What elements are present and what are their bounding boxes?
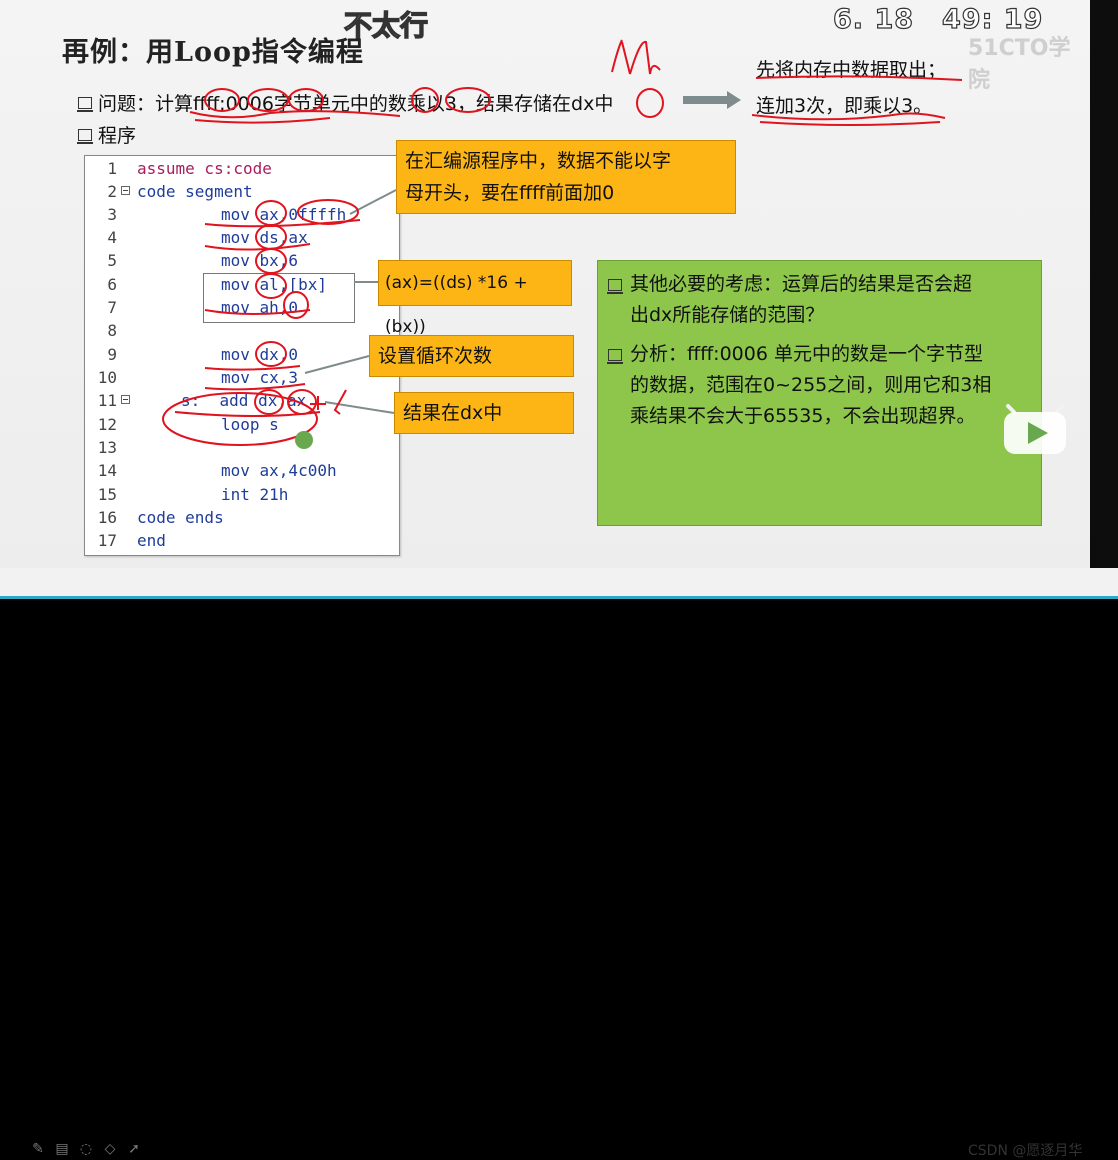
callout-loop-count: 设置循环次数 [369, 335, 574, 377]
monitor-bullet-icon [607, 349, 623, 364]
highlight-frame [203, 273, 355, 323]
program-line: 程序 [77, 121, 137, 148]
note-fetch-data: 先将内存中数据取出； [756, 59, 947, 81]
note-add-three-times: 连加3次，即乘以3。 [756, 95, 933, 117]
pointer-icon[interactable]: ➚ [128, 1141, 140, 1157]
monitor-bullet-icon [607, 279, 623, 294]
lecture-slide: 再例：用Loop指令编程 不太行 6. 18 49: 19 51CTO学院 问题… [0, 0, 1090, 568]
question-line: 问题：计算ffff:0006字节单元中的数乘以3，结果存储在dx中 [77, 89, 614, 116]
fold-toggle-icon[interactable] [121, 186, 130, 195]
program-label: 程序 [98, 125, 137, 147]
progress-line [0, 596, 1118, 599]
highlighter-icon[interactable]: ▤ [55, 1141, 69, 1157]
watermark-logo: 51CTO学院 [968, 36, 1071, 93]
video-title: 不太行 [343, 8, 429, 42]
slide-title: 再例：用Loop指令编程 [62, 37, 364, 68]
right-arrow-icon [683, 91, 741, 109]
video-date: 6. 18 [832, 3, 915, 35]
eraser-icon[interactable]: ◇ [104, 1141, 116, 1157]
video-frame-edge [1090, 0, 1118, 568]
csdn-credit: CSDN @愿逐月华 [968, 1143, 1083, 1159]
pen-icon[interactable]: ✎ [32, 1141, 44, 1157]
question-text: 问题：计算ffff:0006字节单元中的数乘以3，结果存储在dx中 [98, 93, 614, 115]
callout-result: 结果在dx中 [394, 392, 574, 434]
callout-address-formula: (ax)=((ds) *16 +(bx)) [378, 260, 572, 337]
callout-hex-prefix: 在汇编源程序中，数据不能以字 母开头，要在ffff前面加0 [396, 140, 736, 214]
lasso-icon[interactable]: ◌ [79, 1141, 93, 1157]
play-icon[interactable] [1000, 402, 1070, 458]
monitor-bullet-icon [77, 96, 93, 112]
video-time: 49: 19 [941, 3, 1044, 35]
analysis-panel: 其他必要的考虑：运算后的结果是否会超 出dx所能存储的范围？ 分析：ffff:0… [597, 260, 1042, 526]
monitor-bullet-icon [77, 128, 93, 144]
annotation-toolbar: ✎ ▤ ◌ ◇ ➚ CSDN @愿逐月华 [0, 568, 1118, 1159]
fold-toggle-icon[interactable] [121, 395, 130, 404]
